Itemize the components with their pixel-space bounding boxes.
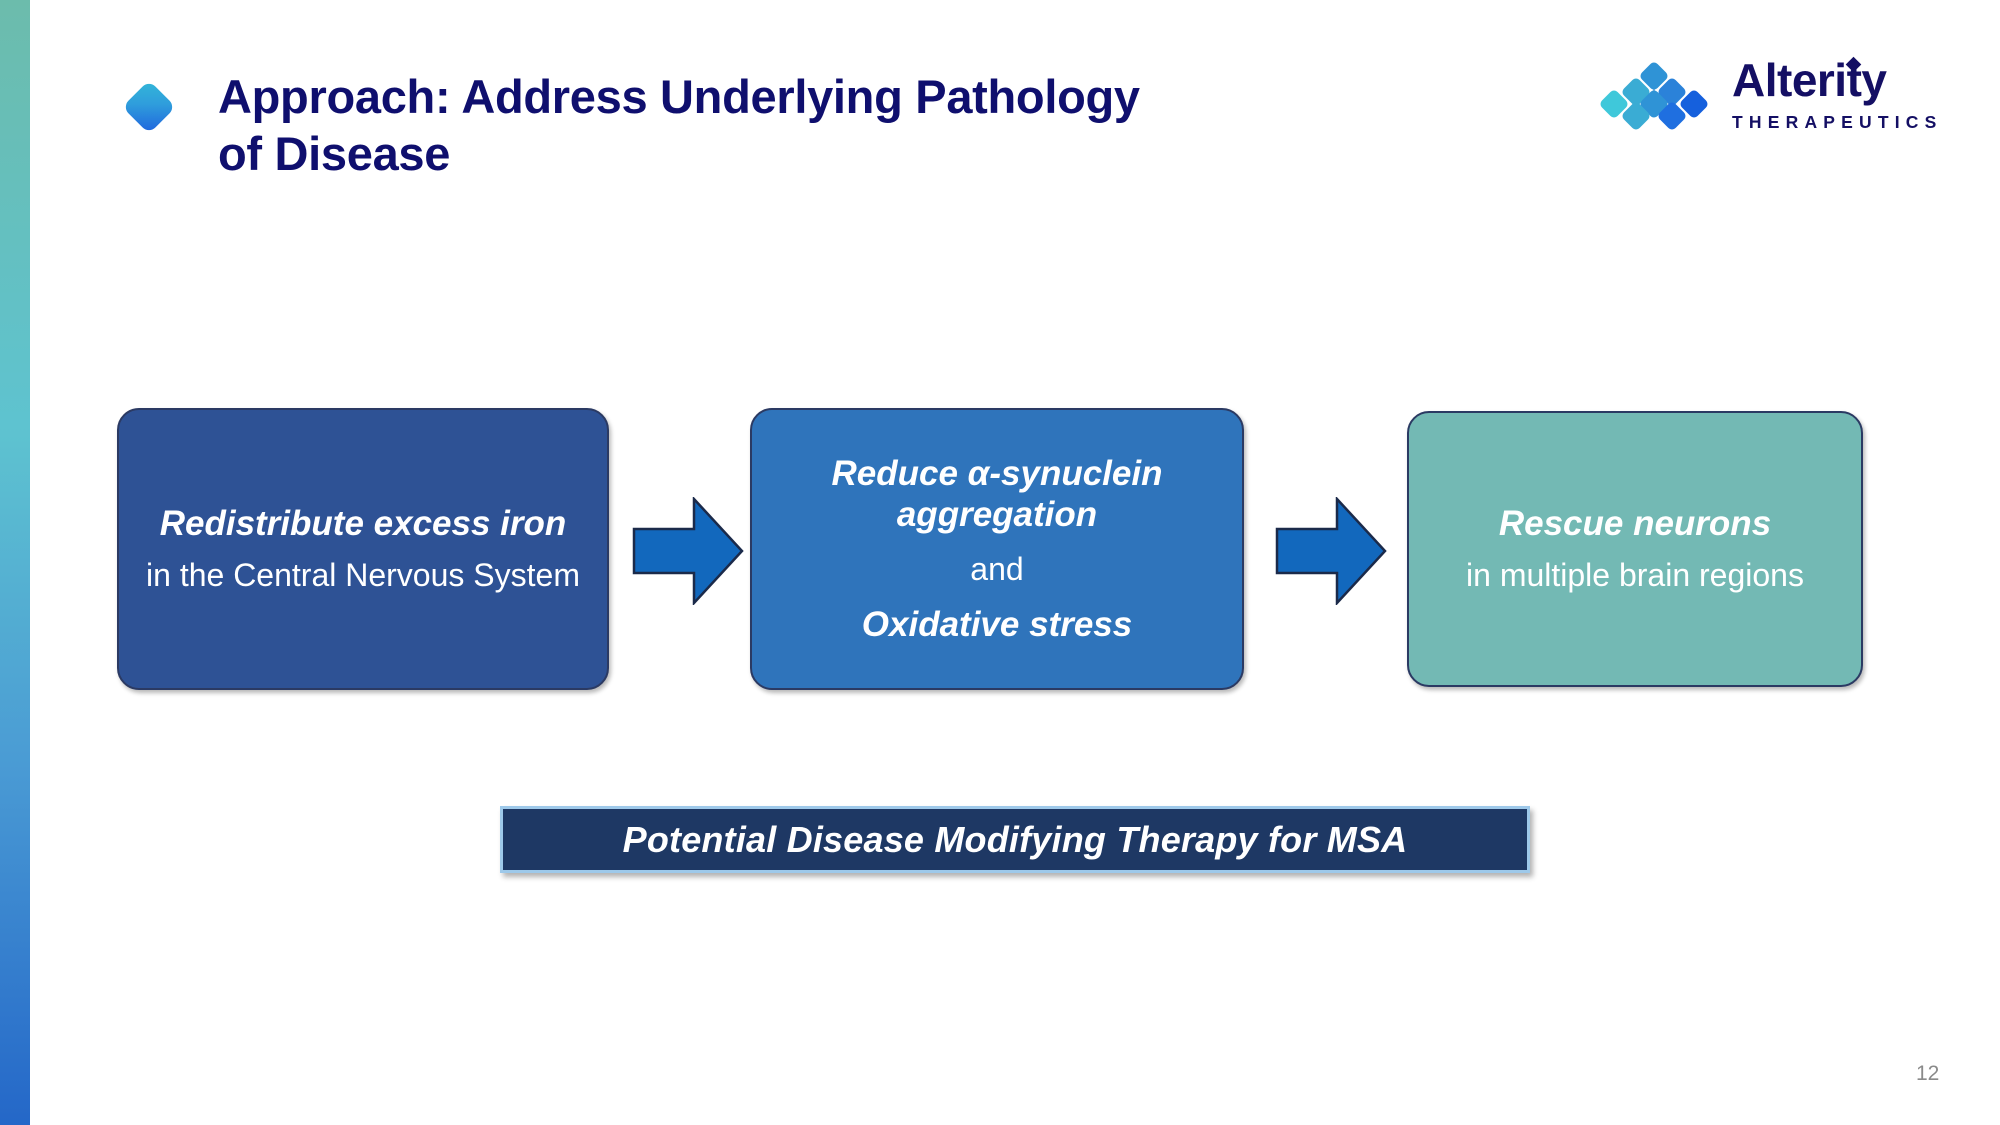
page-number: 12	[1916, 1062, 1940, 1085]
page-title: Approach: Address Underlying Pathology o…	[218, 70, 1140, 181]
logo-name-label: Alterity	[1732, 54, 1887, 106]
summary-banner-text: Potential Disease Modifying Therapy for …	[622, 818, 1408, 860]
flow-box-1-emphasis: Redistribute excess iron	[159, 504, 567, 544]
left-accent-bar	[0, 0, 30, 1125]
summary-banner: Potential Disease Modifying Therapy for …	[500, 806, 1530, 873]
flow-box-reduce-aggregation: Reduce α-synuclein aggregation and Oxida…	[750, 408, 1244, 690]
logo-wordmark: Alterity THERAPEUTICS	[1732, 54, 1943, 133]
flow-box-1-detail: in the Central Nervous System	[146, 556, 580, 593]
flow-box-3-detail: in multiple brain regions	[1466, 556, 1804, 593]
flow-box-rescue-neurons: Rescue neurons in multiple brain regions	[1407, 411, 1863, 687]
right-arrow-icon	[632, 497, 744, 605]
right-arrow-icon	[1275, 497, 1387, 605]
logo-tagline: THERAPEUTICS	[1732, 112, 1943, 132]
flow-box-2-emphasis: Reduce α-synuclein aggregation	[831, 454, 1163, 535]
brand-logo: Alterity THERAPEUTICS	[1592, 54, 1936, 159]
flow-box-2-connector: and	[970, 550, 1024, 587]
flow-box-2-emphasis-2: Oxidative stress	[861, 604, 1133, 644]
slide-header: Approach: Address Underlying Pathology o…	[0, 0, 2000, 210]
flow-box-3-emphasis: Rescue neurons	[1498, 504, 1772, 544]
logo-name-text: Alterity	[1732, 54, 1887, 106]
flow-box-redistribute-iron: Redistribute excess iron in the Central …	[117, 408, 609, 690]
alterity-network-diamonds-icon	[1600, 62, 1708, 130]
